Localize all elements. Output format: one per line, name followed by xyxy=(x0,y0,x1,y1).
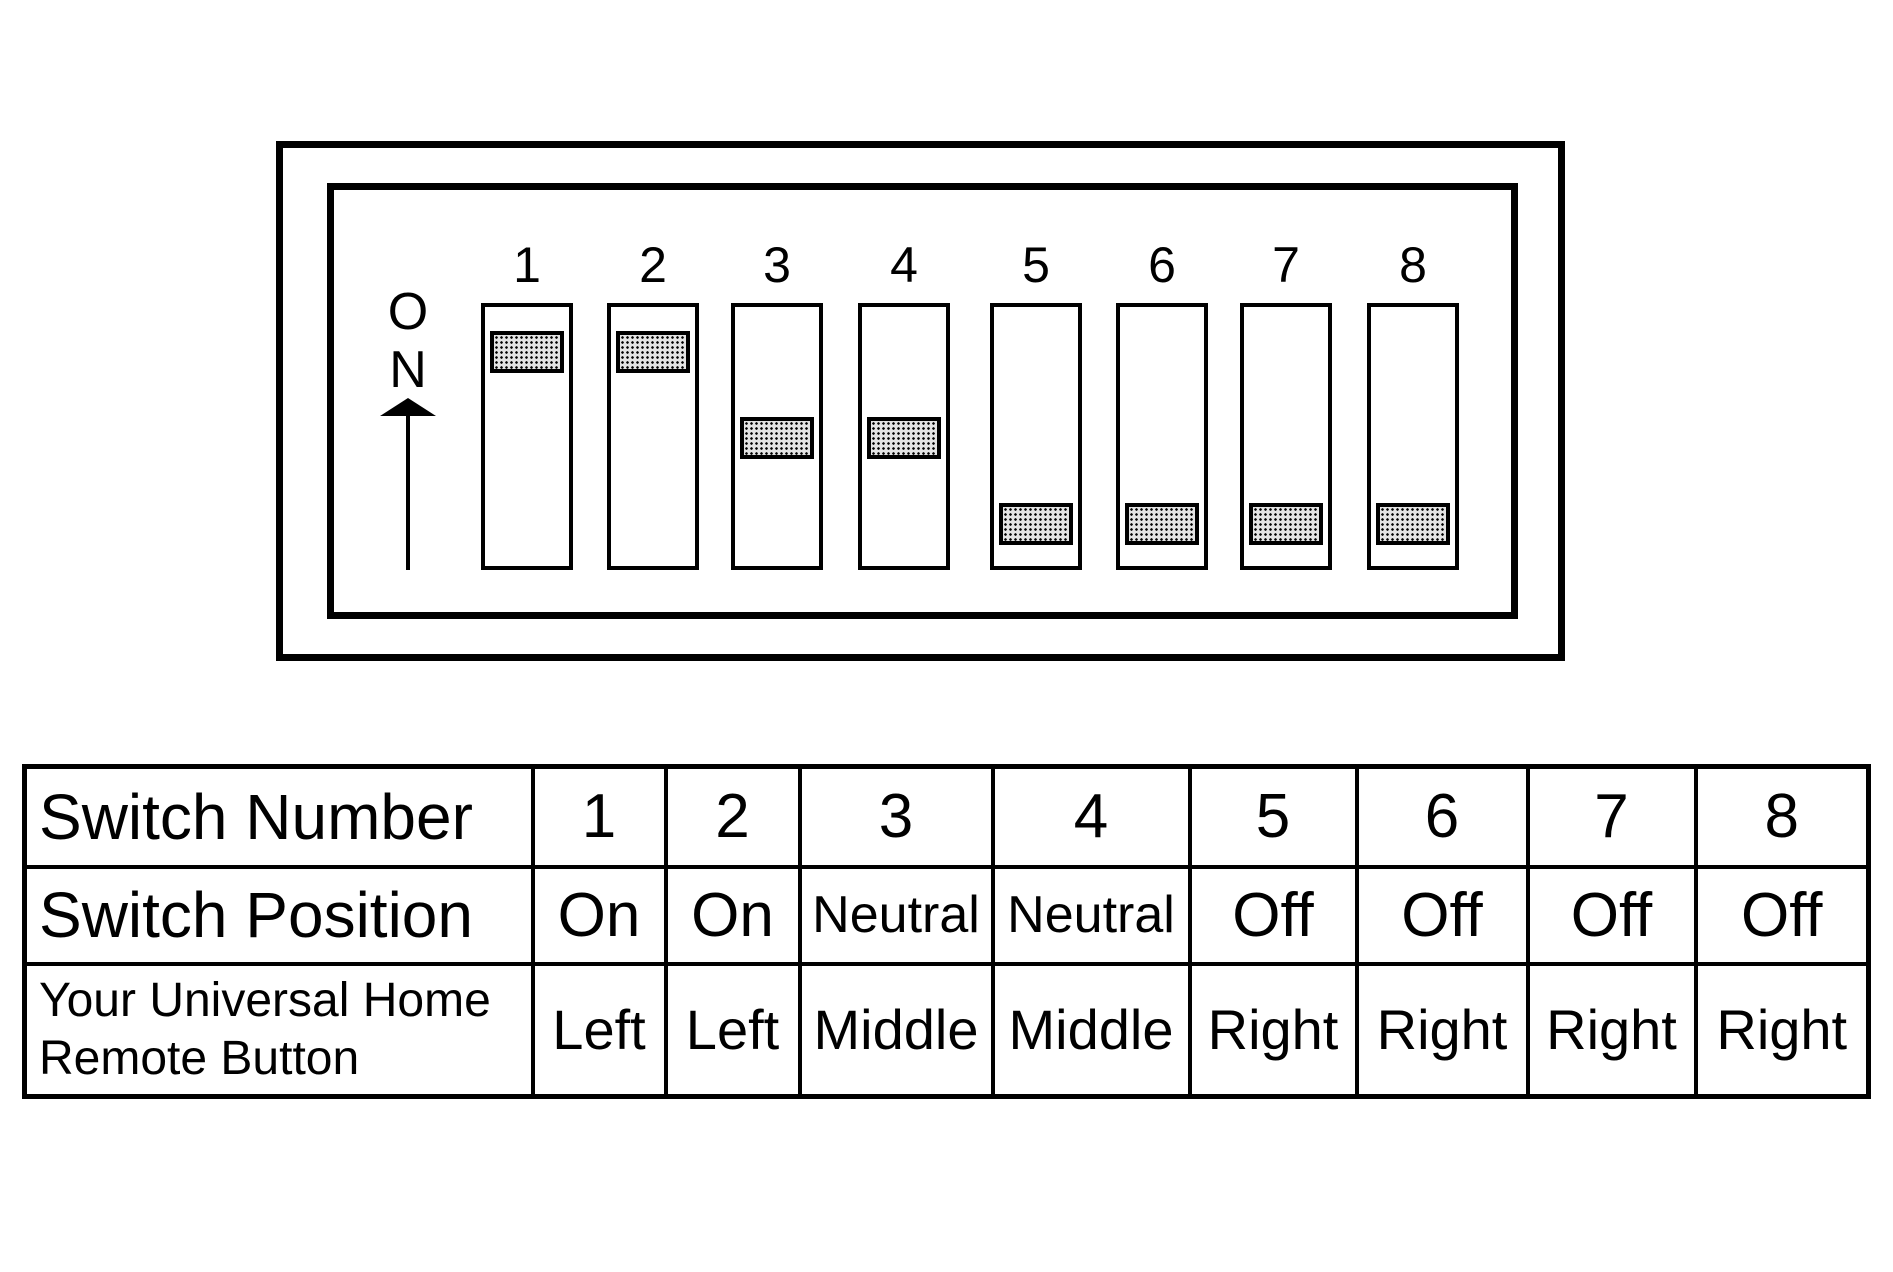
dip-switch-1[interactable]: 1 xyxy=(481,240,573,570)
switch-number-label: 7 xyxy=(1272,237,1300,293)
table-cell: Neutral xyxy=(990,864,1192,966)
switch-knob[interactable] xyxy=(1249,503,1323,545)
switch-number-label: 1 xyxy=(513,237,541,293)
table-cell: Off xyxy=(1187,864,1359,966)
dip-switch-6[interactable]: 6 xyxy=(1116,240,1208,570)
row-header-line: Your Universal Home xyxy=(39,974,491,1028)
table-cell: 4 xyxy=(990,764,1192,869)
table-cell: Off xyxy=(1354,864,1530,966)
switch-slot xyxy=(481,303,573,570)
on-label-letter-o: O xyxy=(387,283,429,341)
switch-knob[interactable] xyxy=(1125,503,1199,545)
switch-knob[interactable] xyxy=(616,331,690,373)
dip-switch-2[interactable]: 2 xyxy=(607,240,699,570)
switch-number-label: 4 xyxy=(890,237,918,293)
table-cell: Middle xyxy=(797,961,995,1099)
switch-number-label: 3 xyxy=(763,237,791,293)
table-cell: Middle xyxy=(990,961,1192,1099)
dip-switch-3[interactable]: 3 xyxy=(731,240,823,570)
switch-slot xyxy=(607,303,699,570)
table-cell: 7 xyxy=(1525,764,1698,869)
table-cell: Off xyxy=(1525,864,1698,966)
switch-knob[interactable] xyxy=(1376,503,1450,545)
switch-slot xyxy=(731,303,823,570)
row-header: Switch Number xyxy=(22,764,535,869)
table-cell: Right xyxy=(1693,961,1871,1099)
table-cell: Left xyxy=(663,961,802,1099)
on-label-letter-n: N xyxy=(389,341,427,399)
table-row-switch-position: Switch Position On On Neutral Neutral Of… xyxy=(22,864,1871,966)
table-cell: On xyxy=(530,864,668,966)
dip-switch-7[interactable]: 7 xyxy=(1240,240,1332,570)
arrow-up-icon xyxy=(380,398,436,570)
table-cell: Right xyxy=(1187,961,1359,1099)
switch-slot xyxy=(858,303,950,570)
table-cell: 3 xyxy=(797,764,995,869)
table-cell: Right xyxy=(1525,961,1698,1099)
switch-settings-table: Switch Number 1 2 3 4 5 6 7 8 Switch Pos… xyxy=(22,764,1871,1099)
table-row-remote-button: Your Universal Home Remote Button Left L… xyxy=(22,961,1871,1099)
table-cell: Off xyxy=(1693,864,1871,966)
row-header: Your Universal Home Remote Button xyxy=(22,961,535,1099)
switch-number-label: 2 xyxy=(639,237,667,293)
switch-number-label: 6 xyxy=(1148,237,1176,293)
switch-number-label: 5 xyxy=(1022,237,1050,293)
dip-switch-4[interactable]: 4 xyxy=(858,240,950,570)
table-cell: 1 xyxy=(530,764,668,869)
table-row-switch-number: Switch Number 1 2 3 4 5 6 7 8 xyxy=(22,764,1871,869)
dip-switch-panel xyxy=(327,183,1518,619)
table-cell: Neutral xyxy=(797,864,995,966)
switch-knob[interactable] xyxy=(867,417,941,459)
row-header: Switch Position xyxy=(22,864,535,966)
switch-slot xyxy=(1240,303,1332,570)
switch-slot xyxy=(1116,303,1208,570)
row-header-line: Remote Button xyxy=(39,1031,360,1085)
dip-switch-8[interactable]: 8 xyxy=(1367,240,1459,570)
dip-switch-5[interactable]: 5 xyxy=(990,240,1082,570)
dip-switch-housing xyxy=(276,141,1565,661)
switch-knob[interactable] xyxy=(740,417,814,459)
table-cell: 2 xyxy=(663,764,802,869)
switch-knob[interactable] xyxy=(999,503,1073,545)
table-cell: Right xyxy=(1354,961,1530,1099)
table-cell: 5 xyxy=(1187,764,1359,869)
switch-number-label: 8 xyxy=(1399,237,1427,293)
switch-knob[interactable] xyxy=(490,331,564,373)
table-cell: 6 xyxy=(1354,764,1530,869)
switch-slot xyxy=(990,303,1082,570)
table-cell: On xyxy=(663,864,802,966)
switch-slot xyxy=(1367,303,1459,570)
table-cell: 8 xyxy=(1693,764,1871,869)
table-cell: Left xyxy=(530,961,668,1099)
